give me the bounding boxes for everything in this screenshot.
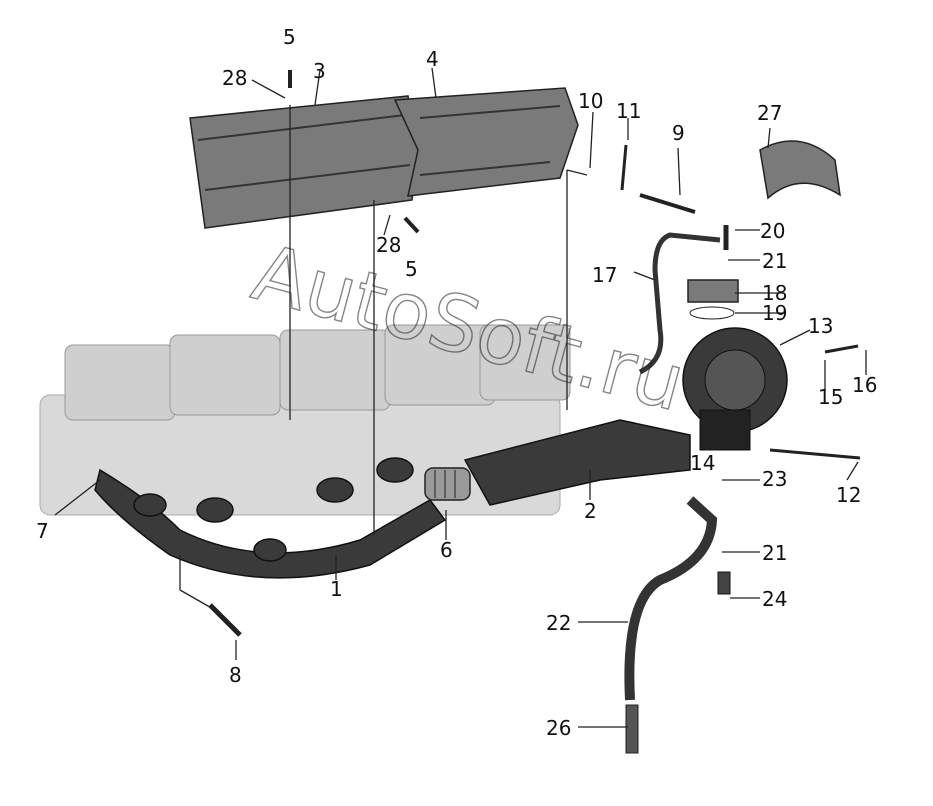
callout-9: 9 xyxy=(672,121,685,145)
turbocharger xyxy=(682,327,788,451)
callout-15: 15 xyxy=(818,385,843,409)
callout-21-bottom: 21 xyxy=(762,541,787,565)
callout-5-bottom: 5 xyxy=(405,257,418,281)
callout-24: 24 xyxy=(762,587,787,611)
flange-gasket xyxy=(689,306,735,320)
callout-8: 8 xyxy=(229,663,242,687)
callout-13: 13 xyxy=(808,314,833,338)
callout-16: 16 xyxy=(852,373,877,397)
oil-drain-pipe xyxy=(624,496,718,701)
flex-bellows xyxy=(424,467,471,501)
engine-block xyxy=(39,324,571,516)
oil-flange xyxy=(687,279,739,303)
callout-3: 3 xyxy=(313,59,326,83)
oil-feed-pipe xyxy=(638,232,721,375)
callout-10: 10 xyxy=(578,89,603,113)
drain-hose xyxy=(625,704,639,754)
callout-26: 26 xyxy=(546,716,571,740)
callout-2: 2 xyxy=(584,499,597,523)
callout-21-top: 21 xyxy=(762,249,787,273)
callout-labels: 1 2 3 4 5 5 6 7 8 9 10 11 12 13 14 15 16… xyxy=(36,25,877,740)
callout-6: 6 xyxy=(440,538,453,562)
callout-27: 27 xyxy=(757,101,782,125)
callout-28-top: 28 xyxy=(222,66,247,90)
callout-4: 4 xyxy=(426,47,439,71)
leader-lines xyxy=(54,67,867,728)
exhaust-manifold-rear xyxy=(463,419,691,506)
exhaust-manifold-front xyxy=(94,457,447,579)
callout-12: 12 xyxy=(836,483,861,507)
turbo-heat-shield xyxy=(759,140,841,200)
callout-17: 17 xyxy=(592,263,617,287)
callout-22: 22 xyxy=(546,611,571,635)
callout-1: 1 xyxy=(330,577,343,601)
callout-7: 7 xyxy=(36,519,49,543)
callout-11: 11 xyxy=(616,99,641,123)
callout-18: 18 xyxy=(762,281,787,305)
callout-20: 20 xyxy=(760,219,785,243)
callout-28-bottom: 28 xyxy=(376,233,401,257)
callout-5-top: 5 xyxy=(283,25,296,49)
heat-shield-front xyxy=(189,95,419,229)
heat-shield-rear xyxy=(393,87,579,197)
callout-23: 23 xyxy=(762,467,787,491)
callout-14: 14 xyxy=(690,451,715,475)
callout-19: 19 xyxy=(762,301,787,325)
